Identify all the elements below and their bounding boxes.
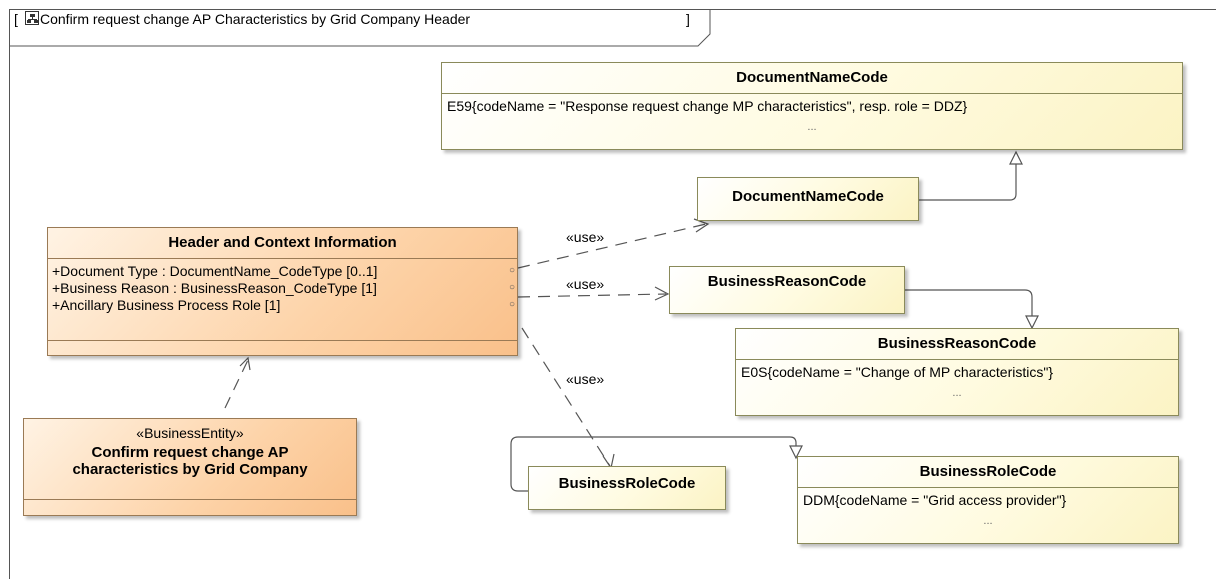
type-businessrolecode-title: BusinessRoleCode bbox=[558, 475, 696, 492]
type-documentnamecode-title: DocumentNameCode bbox=[732, 188, 884, 205]
enum-literal-ddm: DDM{codeName = "Grid access provider"} bbox=[803, 492, 1067, 508]
enum-literal-e59: E59{codeName = "Response request change … bbox=[447, 98, 968, 114]
generalization-businessreasoncode bbox=[905, 289, 1033, 316]
enum-more-dots: ... bbox=[807, 121, 817, 133]
attribute-document-type: +Document Type : DocumentName_CodeType [… bbox=[52, 263, 378, 279]
use-label-documentnamecode: «use» bbox=[566, 229, 605, 245]
entity-stereotype: «BusinessEntity» bbox=[136, 425, 244, 441]
attribute-business-reason: +Business Reason : BusinessReason_CodeTy… bbox=[52, 280, 377, 296]
diagram-title: Confirm request change AP Characteristic… bbox=[40, 11, 471, 27]
attribute-port-circle: ○ bbox=[509, 299, 516, 310]
triangle-businessrolecode bbox=[789, 445, 803, 460]
attribute-port-circle: ○ bbox=[509, 265, 516, 276]
enum-more-dots: ... bbox=[952, 387, 962, 399]
class-header-context-information[interactable]: Header and Context Information +Document… bbox=[47, 227, 518, 356]
enum-businessreasoncode[interactable]: BusinessReasonCode E0S{codeName = "Chang… bbox=[735, 328, 1179, 416]
arrowhead-entity-to-header bbox=[239, 356, 251, 371]
frame-close-bracket: ] bbox=[686, 11, 690, 27]
business-entity-confirm-request[interactable]: «BusinessEntity» Confirm request change … bbox=[23, 418, 357, 516]
type-businessrolecode[interactable]: BusinessRoleCode bbox=[528, 466, 726, 510]
type-businessreasoncode[interactable]: BusinessReasonCode bbox=[669, 266, 905, 314]
entity-name-line1: Confirm request change AP bbox=[91, 444, 289, 461]
class-header-title: Header and Context Information bbox=[168, 234, 397, 251]
use-label-businessrolecode: «use» bbox=[566, 371, 605, 387]
attribute-ancillary-role: +Ancillary Business Process Role [1] bbox=[52, 297, 281, 313]
triangle-documentnamecode bbox=[1009, 150, 1023, 165]
frame-tab-outline bbox=[9, 9, 711, 47]
type-documentnamecode[interactable]: DocumentNameCode bbox=[697, 177, 919, 221]
frame-open-bracket: [ bbox=[14, 11, 18, 27]
type-businessreasoncode-title: BusinessReasonCode bbox=[707, 273, 867, 290]
generalization-businessrolecode bbox=[510, 436, 797, 492]
enum-literal-e0s: E0S{codeName = "Change of MP characteris… bbox=[741, 364, 1054, 380]
use-label-businessreasoncode: «use» bbox=[566, 276, 605, 292]
enum-documentnamecode[interactable]: DocumentNameCode E59{codeName = "Respons… bbox=[441, 62, 1183, 150]
entity-name-line2: characteristics by Grid Company bbox=[72, 461, 308, 478]
enum-more-dots: ... bbox=[983, 515, 993, 527]
diagram-icon bbox=[25, 11, 39, 25]
enum-businessrolecode-title: BusinessRoleCode bbox=[919, 463, 1057, 480]
dependency-entity-to-header bbox=[224, 359, 249, 409]
attribute-port-circle: ○ bbox=[509, 282, 516, 293]
enum-businessreasoncode-title: BusinessReasonCode bbox=[877, 335, 1037, 352]
arrowhead-use-businessreasoncode bbox=[654, 286, 670, 301]
use-to-businessreasoncode bbox=[517, 293, 667, 298]
triangle-businessreasoncode bbox=[1025, 315, 1039, 330]
generalization-documentnamecode bbox=[919, 164, 1017, 201]
use-to-businessrolecode bbox=[521, 327, 611, 467]
enum-documentnamecode-title: DocumentNameCode bbox=[736, 69, 888, 86]
enum-businessrolecode[interactable]: BusinessRoleCode DDM{codeName = "Grid ac… bbox=[797, 456, 1179, 544]
diagram-frame bbox=[9, 9, 1216, 579]
use-to-documentnamecode bbox=[517, 223, 707, 269]
